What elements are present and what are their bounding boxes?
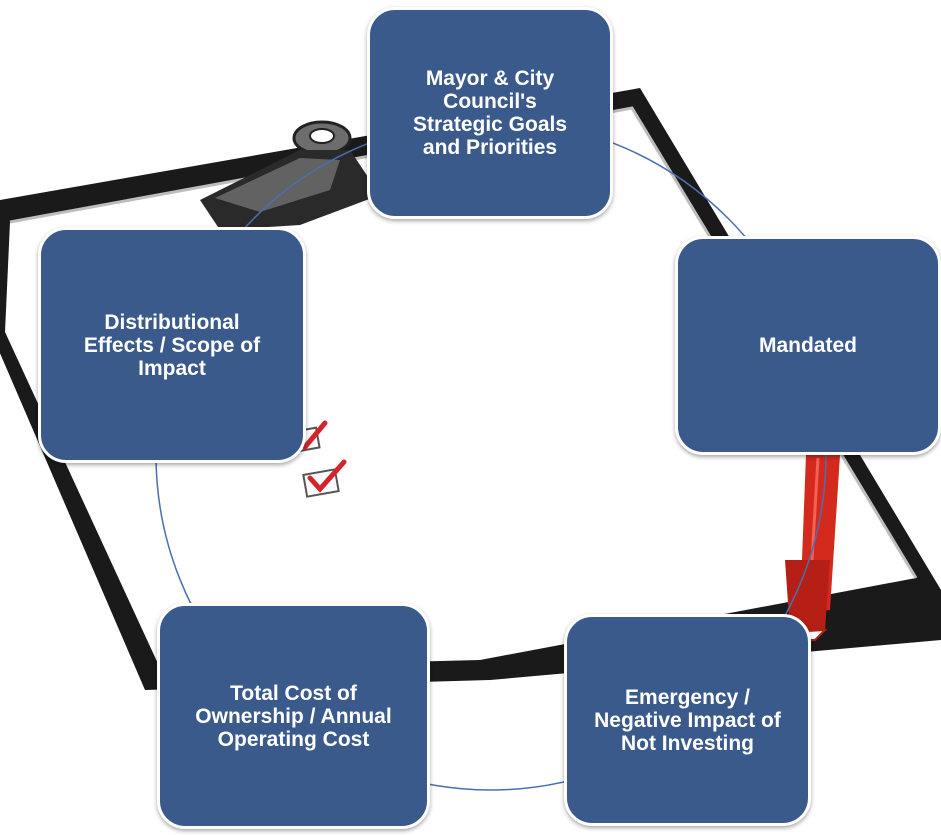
node-mandated: Mandated	[675, 236, 941, 455]
clip-icon	[200, 120, 380, 230]
node-total-cost: Total Cost of Ownership / Annual Operati…	[157, 603, 430, 829]
node-distributional-effects: Distributional Effects / Scope of Impact	[38, 227, 306, 463]
node-strategic-goals: Mayor & City Council's Strategic Goals a…	[367, 7, 613, 219]
node-emergency-impact: Emergency / Negative Impact of Not Inves…	[564, 614, 811, 826]
checkbox-icon	[302, 459, 347, 498]
